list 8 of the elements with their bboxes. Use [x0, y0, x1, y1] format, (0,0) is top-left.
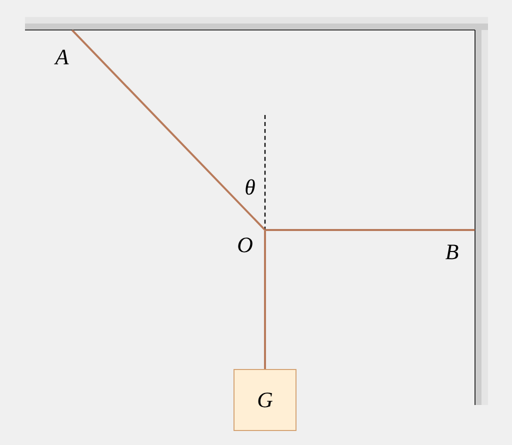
point-label: O — [238, 238, 252, 252]
weight-box: G — [234, 369, 296, 431]
point-label: A — [54, 50, 69, 64]
angle-label: θ — [246, 179, 255, 195]
point-label: B — [446, 244, 458, 260]
rope — [264, 230, 266, 369]
rope — [71, 30, 266, 230]
rope — [265, 229, 475, 231]
